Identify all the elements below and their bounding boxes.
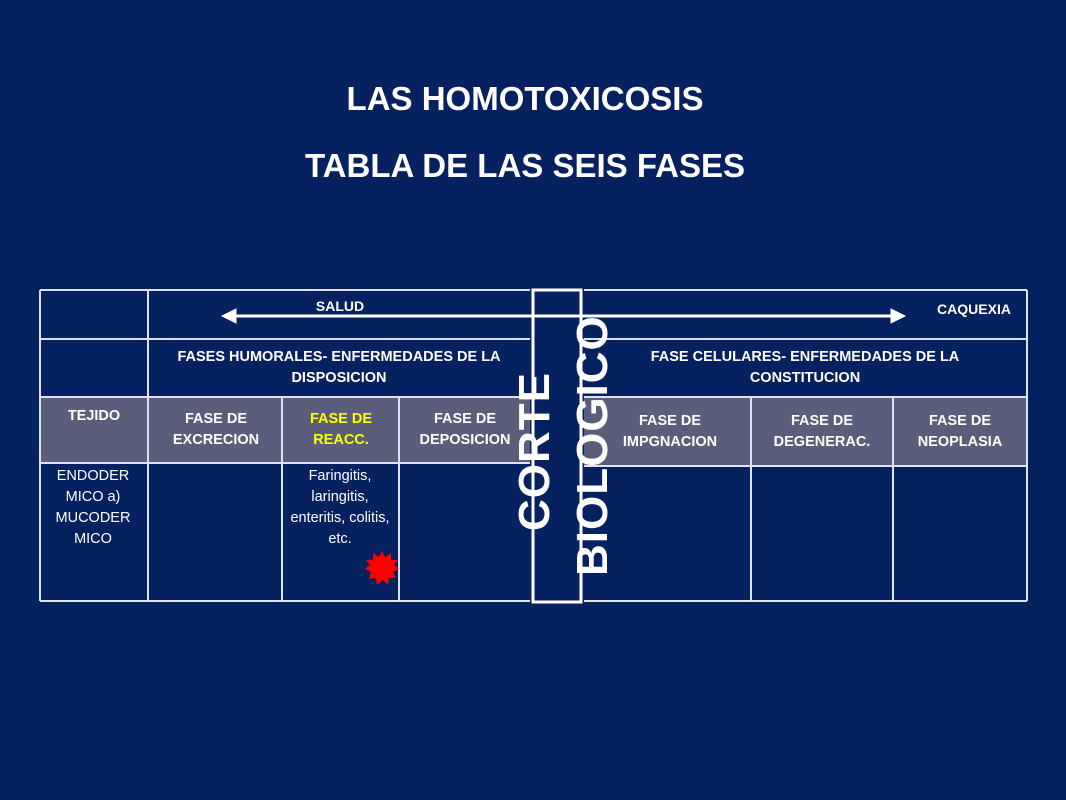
cellular-header: FASE CELULARES- ENFERMEDADES DE LA CONST… (650, 349, 960, 386)
right-phase-header-bg (584, 397, 1027, 466)
salud-label: SALUD (315, 297, 365, 314)
phase-degeneracion: FASE DE DEGENERAC. (773, 413, 871, 450)
phase-reaccion: FASE DE REACC. (309, 411, 373, 448)
tissue-value: ENDODER MICO a) MUCODER MICO (55, 468, 131, 547)
left-phase-header-bg (40, 397, 530, 463)
caquexia-label: CAQUEXIA (937, 300, 1011, 317)
corte-label: CORTE (510, 372, 559, 531)
biologico-label: BIOLOGICO (568, 315, 617, 576)
reaction-examples: Faringitis, laringitis, enteritis, colit… (290, 468, 390, 547)
phase-deposicion: FASE DE DEPOSICION (419, 411, 511, 448)
humoral-header: FASES HUMORALES- ENFERMEDADES DE LA DISP… (177, 349, 501, 386)
phase-neoplasia: FASE DE NEOPLASIA (917, 413, 1003, 450)
phase-impregnacion: FASE DE IMPGNACION (622, 413, 718, 450)
red-starburst-icon (365, 551, 399, 585)
tissue-header: TEJIDO (67, 407, 121, 424)
page-subtitle: TABLA DE LAS SEIS FASES (304, 147, 746, 184)
page-title: LAS HOMOTOXICOSIS (346, 80, 704, 117)
phase-excrecion: FASE DE EXCRECION (172, 411, 260, 448)
